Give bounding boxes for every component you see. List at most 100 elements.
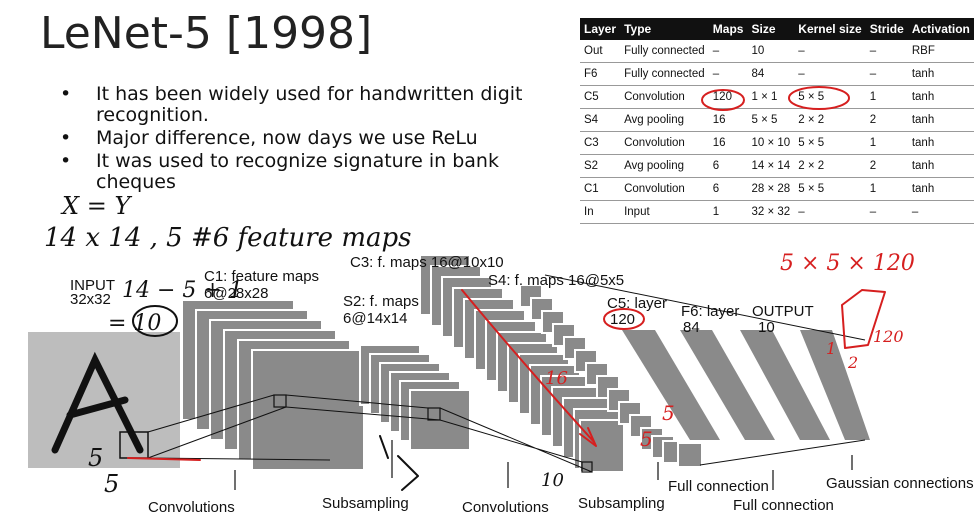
c1-maps-stack bbox=[181, 299, 365, 471]
s4-maps-stack bbox=[519, 284, 703, 468]
table-cell: – bbox=[794, 40, 866, 63]
stage-label: Full connection bbox=[733, 497, 834, 514]
fc-layers bbox=[544, 274, 870, 466]
table-cell: Convolution bbox=[620, 131, 709, 155]
output-size-label: 10 bbox=[758, 319, 775, 336]
s2-kernel-box bbox=[427, 407, 441, 421]
table-cell: – bbox=[708, 62, 748, 86]
table-cell: – bbox=[865, 40, 908, 63]
table-cell: 1 bbox=[865, 85, 908, 109]
kernel-5x5-circle bbox=[788, 86, 850, 110]
s4-label: S4: f. maps 16@5x5 bbox=[488, 272, 624, 289]
stage-label: Subsampling bbox=[578, 495, 665, 512]
table-cell: – bbox=[794, 62, 866, 86]
table-cell: 16 bbox=[708, 108, 748, 132]
red-dims: 5 × 5 × 120 bbox=[780, 251, 915, 276]
table-cell: Avg pooling bbox=[620, 108, 709, 132]
table-cell: 120 bbox=[708, 85, 748, 109]
table-cell: Convolution bbox=[620, 177, 709, 201]
bullet-item: Major difference, now days we use ReLu bbox=[60, 127, 580, 149]
red-3d-box bbox=[841, 289, 886, 349]
table-cell: F6 bbox=[580, 62, 621, 86]
table-header: Stride bbox=[865, 18, 908, 40]
input-image bbox=[28, 332, 180, 468]
table-cell: 14 × 14 bbox=[747, 154, 795, 178]
red-input-line bbox=[127, 457, 201, 461]
slide-title: LeNet-5 [1998] bbox=[40, 8, 373, 59]
stage-label: Full connection bbox=[668, 478, 769, 495]
table-header: Kernel size bbox=[794, 18, 866, 40]
table-cell: C1 bbox=[580, 177, 621, 201]
table-cell: 2 bbox=[865, 108, 908, 132]
red-sixteen: 16 bbox=[545, 368, 568, 389]
table-cell: Fully connected bbox=[620, 40, 709, 63]
f6-size-label: 84 bbox=[683, 319, 700, 336]
table-cell: S4 bbox=[580, 108, 621, 132]
c1-size-label: 6@28x28 bbox=[204, 285, 268, 302]
table-cell: 1 bbox=[865, 131, 908, 155]
c3-connection-lines bbox=[439, 407, 593, 473]
output-label: OUTPUT bbox=[752, 303, 814, 320]
table-header: Layer bbox=[580, 18, 621, 40]
table-cell: – bbox=[865, 200, 908, 224]
result-circle bbox=[132, 305, 178, 337]
table-cell: 1 bbox=[708, 200, 748, 224]
table-cell: 5 × 5 bbox=[747, 108, 795, 132]
handwritten-formula: 14 − 5 + 1 bbox=[122, 278, 243, 303]
table-cell: – bbox=[708, 40, 748, 63]
red-five: 5 bbox=[640, 427, 653, 451]
s2-size-label: 6@14x14 bbox=[343, 310, 407, 327]
handwritten-five: 5 bbox=[104, 470, 119, 498]
c5-120-circle bbox=[603, 308, 645, 330]
table-cell: 2 × 2 bbox=[794, 154, 866, 178]
red-arrow bbox=[461, 289, 597, 447]
table-cell: In bbox=[580, 200, 621, 224]
table-cell: 6 bbox=[708, 177, 748, 201]
handwritten-strokes bbox=[379, 435, 419, 491]
handwritten-note: 14 x 14 , 5 #6 feature maps bbox=[44, 223, 411, 253]
table-cell: C5 bbox=[580, 85, 621, 109]
handwritten-ten: 10 bbox=[541, 470, 564, 491]
table-cell: Fully connected bbox=[620, 62, 709, 86]
table-header-row: Layer Type Maps Size Kernel size Stride … bbox=[580, 18, 974, 40]
handwritten-note: X = Y bbox=[60, 192, 132, 220]
table-cell: Avg pooling bbox=[620, 154, 709, 178]
red-onetwenty: 120 bbox=[873, 327, 904, 346]
table-cell: 2 × 2 bbox=[794, 108, 866, 132]
table-cell: Input bbox=[620, 200, 709, 224]
c1-kernel-box bbox=[273, 394, 287, 408]
c1-connection-lines bbox=[147, 394, 331, 461]
table-cell: 6 bbox=[708, 154, 748, 178]
table-cell: 10 × 10 bbox=[747, 131, 795, 155]
table-cell: 1 × 1 bbox=[747, 85, 795, 109]
stage-label: Convolutions bbox=[148, 499, 235, 516]
handwritten-five: 5 bbox=[88, 444, 103, 472]
input-label: INPUT bbox=[70, 277, 115, 294]
table-cell: 10 bbox=[747, 40, 795, 63]
table-cell: 84 bbox=[747, 62, 795, 86]
table-cell: 5 × 5 bbox=[794, 177, 866, 201]
stage-label: Convolutions bbox=[462, 499, 549, 516]
table-cell: tanh bbox=[907, 177, 974, 201]
c3-label: C3: f. maps 16@10x10 bbox=[350, 254, 504, 271]
table-cell: 2 bbox=[865, 154, 908, 178]
table-cell: C3 bbox=[580, 131, 621, 155]
table-cell: – bbox=[907, 200, 974, 224]
red-two: 2 bbox=[847, 353, 858, 372]
f6-label: F6: layer bbox=[681, 303, 739, 320]
red-five: 5 bbox=[662, 401, 675, 425]
stage-label: Subsampling bbox=[322, 495, 409, 512]
table-cell: Out bbox=[580, 40, 621, 63]
table-header: Activation bbox=[907, 18, 974, 40]
bullet-item: It was used to recognize signature in ba… bbox=[60, 150, 580, 193]
table-header: Size bbox=[747, 18, 795, 40]
table-cell: tanh bbox=[907, 131, 974, 155]
table-cell: 5 × 5 bbox=[794, 85, 866, 109]
